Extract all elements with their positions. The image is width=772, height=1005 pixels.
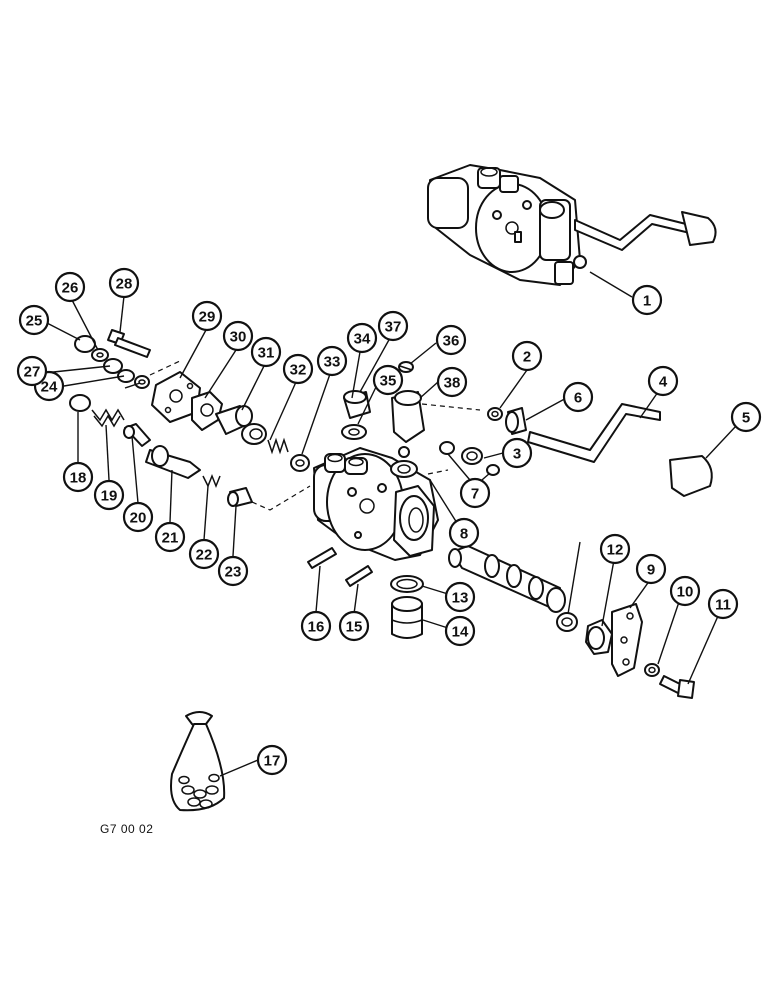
callout-6: 6 [562, 381, 594, 413]
callout-label: 10 [677, 584, 694, 601]
callout-label: 36 [443, 333, 460, 350]
callout-label: 31 [258, 345, 275, 362]
callout-8: 8 [448, 517, 480, 549]
callout-label: 15 [346, 619, 363, 636]
callout-38: 38 [436, 366, 468, 398]
callout-label: 25 [26, 313, 43, 330]
callout-label: 29 [199, 309, 216, 326]
callout-label: 33 [324, 354, 341, 371]
callout-21: 21 [154, 521, 186, 553]
lower-centre-leaders [315, 565, 449, 629]
lower-centre-parts [307, 547, 424, 639]
callout-label: 5 [742, 410, 750, 427]
callout-label: 20 [130, 510, 147, 527]
callout-label: 2 [523, 349, 531, 366]
callout-label: 34 [354, 331, 371, 348]
callout-15: 15 [338, 610, 370, 642]
callout-7: 7 [459, 477, 491, 509]
callout-label: 30 [230, 329, 247, 346]
callout-label: 4 [659, 374, 668, 391]
callout-5: 5 [730, 401, 762, 433]
callout-label: 8 [460, 526, 468, 543]
leader-1 [589, 271, 633, 298]
callout-18: 18 [62, 461, 94, 493]
callout-10: 10 [669, 575, 701, 607]
callout-22: 22 [188, 538, 220, 570]
callout-16: 16 [300, 610, 332, 642]
callout-30: 30 [222, 320, 254, 352]
callout-label: 3 [513, 446, 521, 463]
callout-12: 12 [599, 533, 631, 565]
callout-label: 9 [647, 562, 655, 579]
callout-26: 26 [54, 271, 86, 303]
left-parts-group [69, 329, 310, 507]
callout-9: 9 [635, 553, 667, 585]
callout-label: 12 [607, 542, 624, 559]
right-upper-parts [439, 403, 713, 497]
callout-23: 23 [217, 555, 249, 587]
callout-34: 34 [346, 322, 378, 354]
callout-label: 6 [574, 390, 582, 407]
callout-20: 20 [122, 501, 154, 533]
assembled-valve [427, 164, 717, 286]
callout-14: 14 [444, 615, 476, 647]
callout-label: 13 [452, 590, 469, 607]
right-upper-leaders [427, 369, 737, 487]
callout-35: 35 [372, 364, 404, 396]
callout-balloons: 1234567891011121314151617181920212223242… [16, 267, 762, 776]
callout-19: 19 [93, 479, 125, 511]
callout-1: 1 [631, 284, 663, 316]
callout-3: 3 [501, 437, 533, 469]
callout-13: 13 [444, 581, 476, 613]
callout-2: 2 [511, 340, 543, 372]
callout-label: 1 [643, 293, 651, 310]
lower-right-parts [448, 545, 695, 699]
callout-label: 32 [290, 362, 307, 379]
callout-label: 23 [225, 564, 242, 581]
leader-17 [219, 759, 259, 777]
callout-28: 28 [108, 267, 140, 299]
callout-label: 38 [444, 375, 461, 392]
valve-body [313, 447, 439, 561]
callout-label: 27 [24, 364, 41, 381]
callout-label: 17 [264, 753, 281, 770]
left-leaders [43, 295, 331, 557]
parts-bag [170, 711, 226, 812]
callout-label: 7 [471, 486, 479, 503]
callout-label: 22 [196, 547, 213, 564]
callout-17: 17 [256, 744, 288, 776]
callout-label: 28 [116, 276, 133, 293]
callout-32: 32 [282, 353, 314, 385]
figure-reference: G7 00 02 [100, 822, 154, 836]
upper-centre-leaders [351, 337, 481, 524]
callout-11: 11 [707, 588, 739, 620]
lower-right-leaders [567, 541, 719, 685]
callout-25: 25 [18, 304, 50, 336]
callout-31: 31 [250, 336, 282, 368]
callout-29: 29 [191, 300, 223, 332]
callout-label: 11 [715, 597, 731, 614]
callout-label: 26 [62, 280, 79, 297]
callout-label: 19 [101, 488, 118, 505]
callout-label: 37 [385, 319, 402, 336]
callout-27: 27 [16, 355, 48, 387]
callout-label: 21 [162, 530, 179, 547]
callout-37: 37 [377, 310, 409, 342]
callout-label: 14 [452, 624, 469, 641]
callout-label: 16 [308, 619, 325, 636]
callout-label: 18 [70, 470, 87, 487]
callout-label: 35 [380, 373, 397, 390]
callout-4: 4 [647, 365, 679, 397]
callout-label: 24 [41, 379, 58, 396]
callout-33: 33 [316, 345, 348, 377]
callout-36: 36 [435, 324, 467, 356]
